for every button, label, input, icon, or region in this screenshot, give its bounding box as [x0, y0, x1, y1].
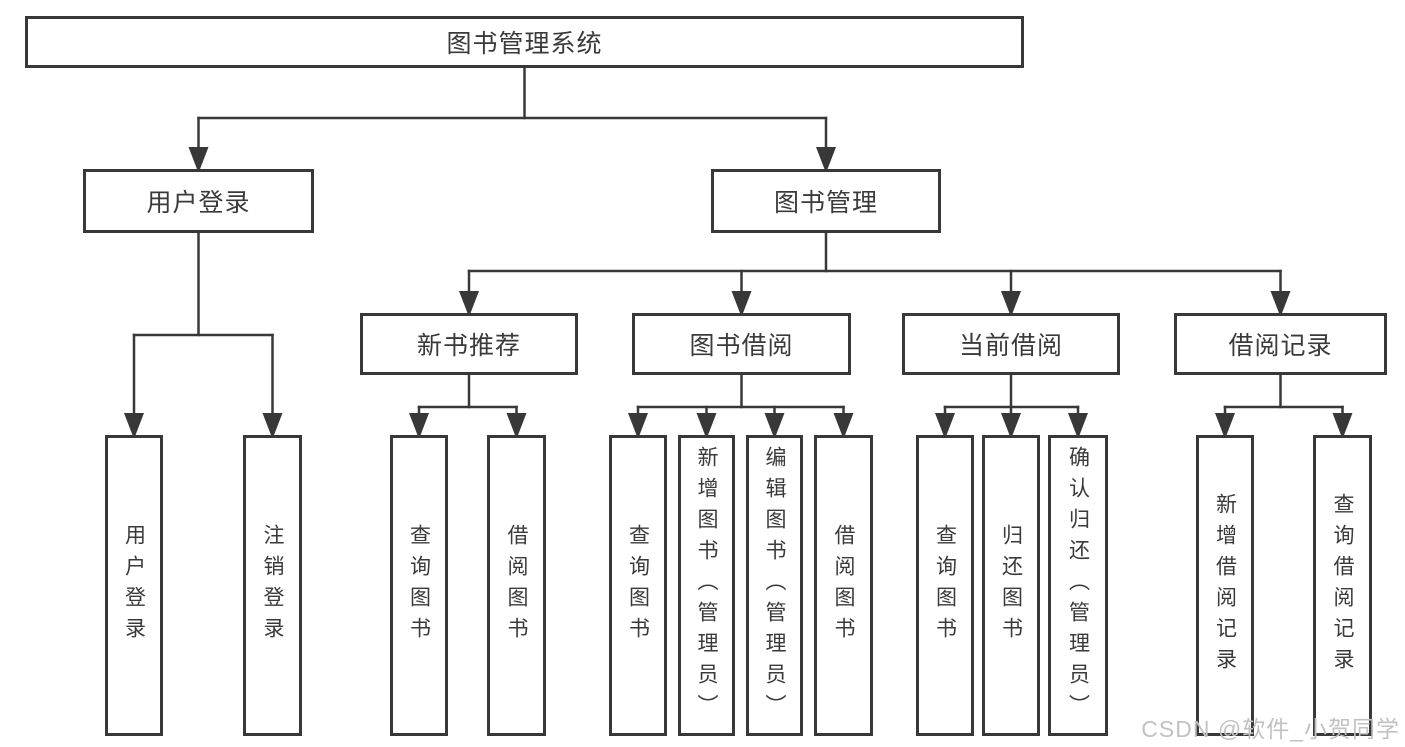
node-label: 图书管理系统 — [446, 30, 603, 58]
node-root: 图书管理系统 — [25, 16, 1024, 68]
node-label: 图书借阅 — [689, 332, 794, 360]
node-label: 查询图书 — [933, 523, 957, 648]
csdn-watermark: CSDN @软件_小贺同学 — [1141, 716, 1400, 742]
node-br-add-record: 新增借阅记录 — [1196, 435, 1254, 736]
node-label: 当前借阅 — [958, 332, 1063, 360]
node-bb-borrow-book: 借阅图书 — [814, 435, 873, 736]
node-label: 确认归还（管理员） — [1066, 446, 1090, 725]
node-book-borrow: 图书借阅 — [632, 313, 851, 375]
node-br-query-record: 查询借阅记录 — [1313, 435, 1372, 736]
node-nbr-borrow-book: 借阅图书 — [487, 435, 546, 736]
node-label: 图书管理 — [773, 189, 878, 217]
node-cb-query-book: 查询图书 — [916, 435, 974, 736]
node-label: 查询图书 — [626, 523, 650, 648]
node-bb-edit-book: 编辑图书（管理员） — [746, 435, 803, 736]
node-label: 注销登录 — [261, 523, 284, 648]
node-current-borrow: 当前借阅 — [902, 313, 1120, 375]
node-label: 新增图书（管理员） — [695, 446, 718, 725]
node-label: 查询图书 — [407, 523, 431, 648]
node-label: 查询借阅记录 — [1331, 492, 1354, 679]
node-logout: 注销登录 — [243, 435, 302, 736]
node-label: 新书推荐 — [416, 332, 521, 360]
node-user-login: 用户登录 — [83, 169, 314, 233]
node-cb-confirm-return: 确认归还（管理员） — [1048, 435, 1108, 736]
node-nbr-query-book: 查询图书 — [390, 435, 448, 736]
node-book-management: 图书管理 — [711, 169, 941, 233]
node-label: 编辑图书（管理员） — [763, 446, 786, 725]
node-label: 新增借阅记录 — [1213, 492, 1237, 679]
node-login: 用户登录 — [105, 435, 163, 736]
node-label: 借阅图书 — [832, 523, 855, 648]
node-label: 借阅图书 — [505, 523, 528, 648]
node-new-book-recommend: 新书推荐 — [360, 313, 578, 375]
node-bb-query-book: 查询图书 — [609, 435, 667, 736]
node-label: 归还图书 — [999, 523, 1023, 648]
node-label: 用户登录 — [146, 189, 251, 217]
node-label: 用户登录 — [122, 523, 146, 648]
node-cb-return-book: 归还图书 — [982, 435, 1040, 736]
node-label: 借阅记录 — [1228, 332, 1333, 360]
node-borrow-records: 借阅记录 — [1174, 313, 1387, 375]
node-bb-add-book: 新增图书（管理员） — [678, 435, 735, 736]
